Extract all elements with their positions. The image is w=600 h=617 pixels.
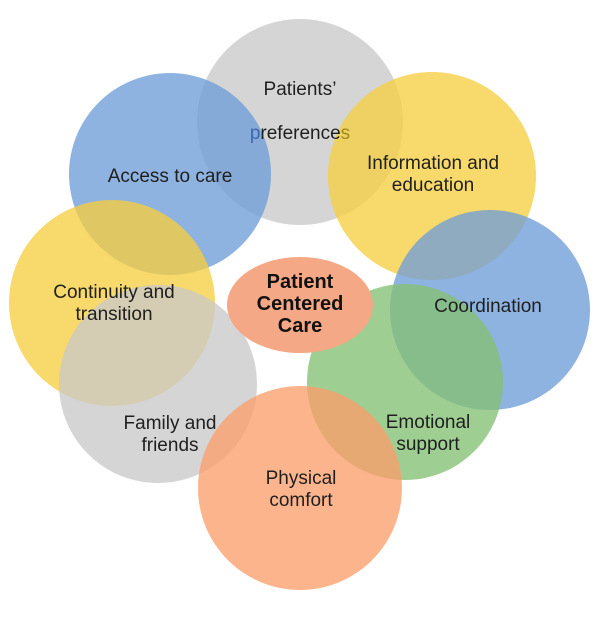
label-patients-preferences-line2: preferences	[250, 123, 350, 145]
preferences-mid-letters: reference	[260, 123, 341, 145]
preferences-lead-letter: p	[249, 123, 261, 145]
label-access-to-care: Access to care	[107, 165, 233, 187]
label-family-friends: Family and friends	[123, 412, 217, 456]
label-patients-preferences: Patients’ preferences	[250, 57, 350, 167]
label-continuity-transition: Continuity and transition	[53, 281, 175, 325]
label-patients-preferences-line1: Patients’	[263, 78, 337, 100]
label-coordination: Coordination	[434, 295, 542, 317]
label-emotional-support: Emotional support	[385, 411, 471, 455]
label-information-education: Information and education	[366, 152, 500, 196]
label-patient-centered-care: Patient Centered Care	[256, 271, 344, 337]
center-ellipse-patient-centered-care	[227, 257, 373, 353]
preferences-tail-letter: s	[340, 123, 351, 145]
label-physical-comfort: Physical comfort	[265, 467, 337, 511]
circle-physical-comfort	[198, 386, 402, 590]
